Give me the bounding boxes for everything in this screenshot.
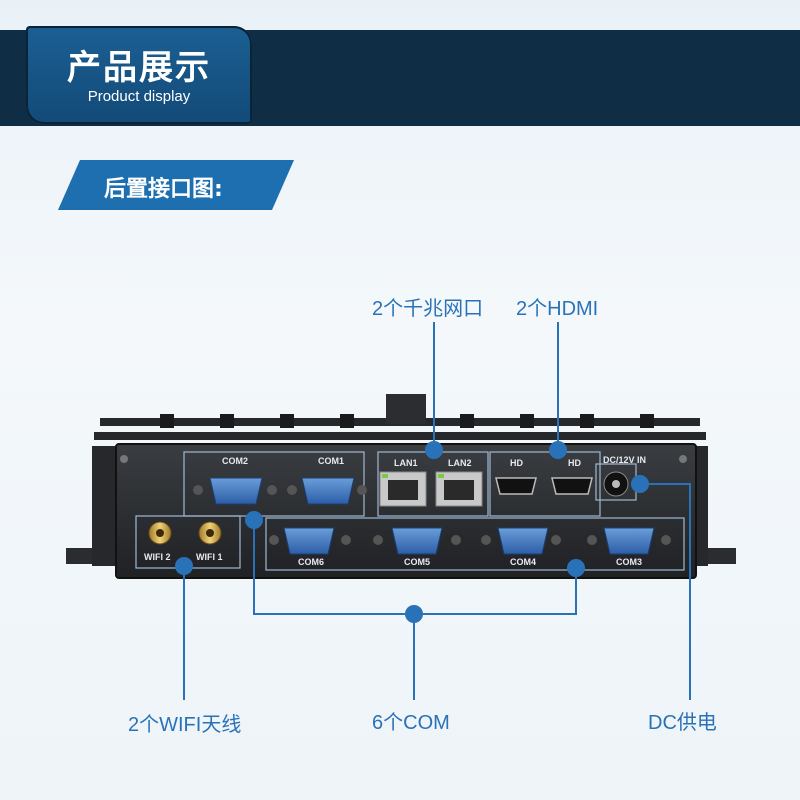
com3-port <box>587 527 671 555</box>
lan1-port <box>379 471 427 507</box>
screw-left <box>120 455 128 463</box>
callout-lan: 2个千兆网口 <box>372 298 484 320</box>
label-wifi1: WIFI 1 <box>196 552 223 562</box>
wifi2-antenna-port <box>148 521 172 545</box>
section-tag: 后置接口图: <box>58 160 294 210</box>
label-hd2: HD <box>568 458 581 468</box>
page-subtitle: Product display <box>87 88 191 105</box>
callout-wifi: 2个WIFI天线 <box>128 714 242 736</box>
label-dc-in: DC/12V IN <box>603 455 647 465</box>
lan2-port <box>435 471 483 507</box>
label-lan2: LAN2 <box>448 458 472 468</box>
screw-right <box>679 455 687 463</box>
label-com1: COM1 <box>318 456 345 466</box>
label-com3: COM3 <box>616 557 643 567</box>
com6-port <box>269 527 351 555</box>
label-wifi2: WIFI 2 <box>144 552 171 562</box>
com4-port <box>481 527 561 555</box>
label-com2: COM2 <box>222 456 249 466</box>
top-bracket <box>386 394 426 424</box>
hdmi2-port <box>551 477 593 495</box>
com5-port <box>373 527 461 555</box>
wifi1-antenna-port <box>198 521 222 545</box>
callout-dc: DC供电 <box>648 712 717 734</box>
label-hd1: HD <box>510 458 523 468</box>
callout-hdmi: 2个HDMI <box>516 298 599 320</box>
hdmi1-port <box>495 477 537 495</box>
com1-port <box>287 477 367 505</box>
dc-power-jack <box>603 471 629 497</box>
section-title: 后置接口图: <box>104 177 223 202</box>
label-com6: COM6 <box>298 557 325 567</box>
callout-com: 6个COM <box>372 712 450 734</box>
page-title: 产品展示 <box>67 48 211 88</box>
title-card: 产品展示 Product display <box>26 26 252 124</box>
callout-dots <box>175 441 649 623</box>
label-lan1: LAN1 <box>394 458 418 468</box>
label-com4: COM4 <box>510 557 537 567</box>
com2-port <box>193 477 277 505</box>
label-com5: COM5 <box>404 557 431 567</box>
